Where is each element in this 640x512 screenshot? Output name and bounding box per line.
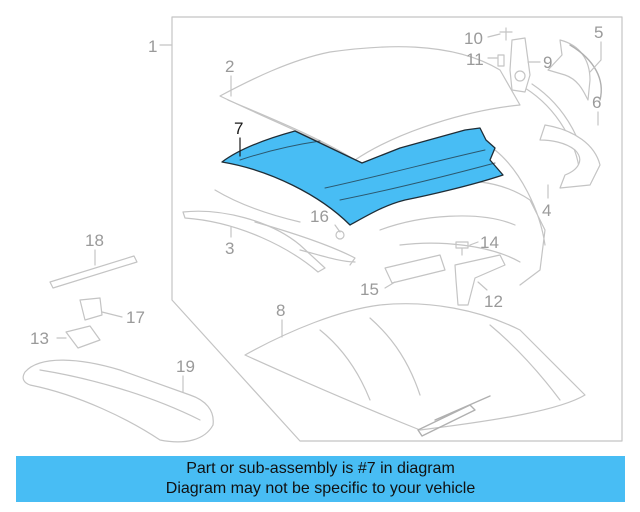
- callout-15: 15: [360, 280, 379, 299]
- part-8-hardtop: [244, 303, 586, 431]
- callout-4: 4: [542, 201, 551, 220]
- parts-diagram: 1 2 3 4 5 6 7 8 9 10 11 12 13 14 15 16 1…: [22, 16, 623, 443]
- callout-10: 10: [464, 29, 483, 48]
- part-17-clip: [79, 297, 103, 321]
- callout-5: 5: [594, 23, 603, 42]
- leader-lines: [56, 33, 602, 393]
- callout-14: 14: [480, 233, 499, 252]
- part-13-bracket: [65, 325, 101, 349]
- callout-19: 19: [176, 357, 195, 376]
- banner-line-disclaimer: Diagram may not be specific to your vehi…: [165, 480, 476, 497]
- callout-1: 1: [148, 37, 157, 56]
- part-11-screw: [497, 54, 505, 67]
- callout-16: 16: [310, 207, 329, 226]
- part-19-spoiler: [22, 359, 214, 443]
- callout-11: 11: [466, 50, 484, 69]
- callout-17: 17: [126, 308, 145, 327]
- callout-2: 2: [225, 57, 234, 76]
- part-3-rail: [182, 210, 326, 273]
- callout-8: 8: [276, 301, 285, 320]
- part-7-top-panel: [221, 127, 504, 226]
- callout-13: 13: [30, 329, 49, 348]
- callout-9: 9: [543, 53, 552, 72]
- info-banner: Part or sub-assembly is #7 in diagram Di…: [16, 456, 625, 502]
- part-9-latch: [509, 37, 531, 93]
- banner-line-part-number: Part or sub-assembly is #7 in diagram: [186, 460, 455, 477]
- part-12-bracket: [454, 254, 506, 306]
- part-2-top-cover: [219, 46, 521, 161]
- assembly-frame: [171, 16, 623, 442]
- part-15-hinge: [384, 254, 446, 284]
- part-10-bolt: [499, 27, 513, 41]
- part-5-weatherstrip: [547, 39, 591, 101]
- callout-7: 7: [234, 119, 243, 138]
- callout-18: 18: [85, 231, 104, 250]
- part-linkage-assembly: [379, 149, 546, 286]
- callout-12: 12: [484, 292, 503, 311]
- part-14-bolt: [455, 241, 469, 256]
- callout-3: 3: [225, 239, 234, 258]
- part-18-molding: [49, 255, 138, 289]
- part-6-weatherstrip: [539, 124, 601, 189]
- callout-6: 6: [592, 93, 601, 112]
- part-16-frame: [214, 189, 356, 266]
